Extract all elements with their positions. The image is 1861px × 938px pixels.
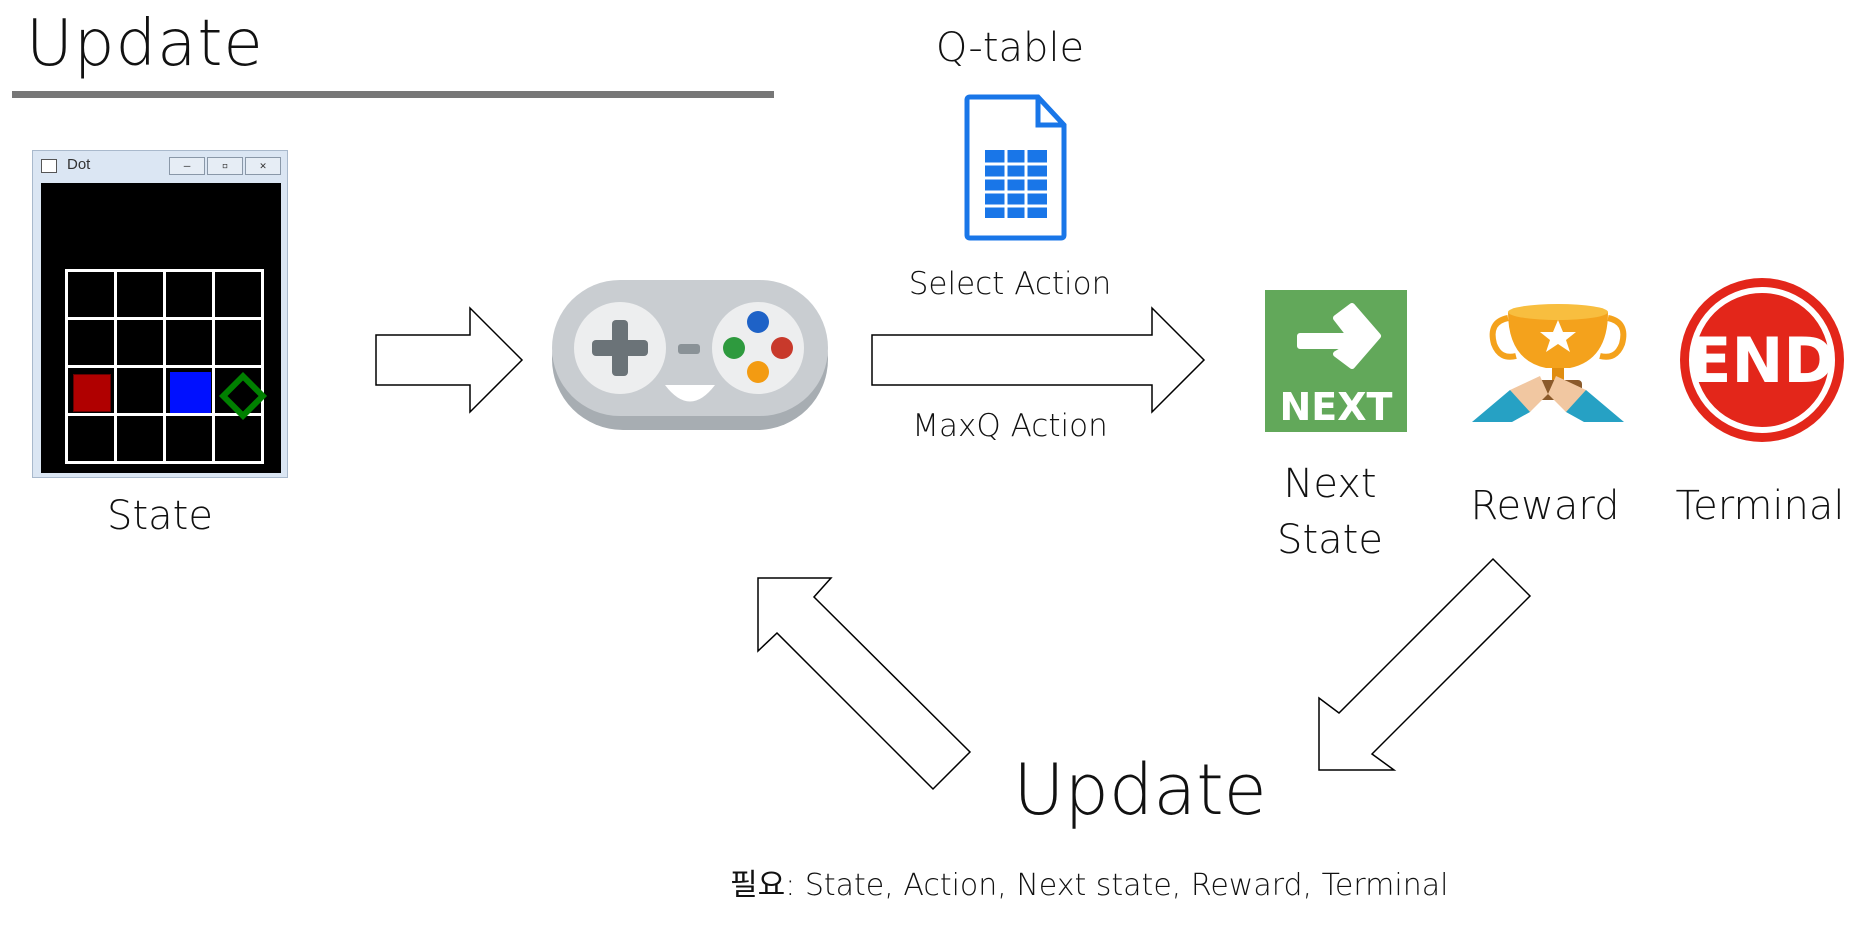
grid-cell [117, 320, 166, 368]
grid-cell [68, 416, 117, 464]
arrow-agent-to-next-state [871, 306, 1206, 414]
state-window: Dot – ▫ ✕ [32, 150, 288, 478]
next-state-label: Next State [1240, 460, 1420, 564]
end-sign-icon: END [1680, 278, 1844, 442]
grid-cell [166, 368, 215, 416]
grid-world-canvas [41, 183, 281, 473]
grid-cell [68, 320, 117, 368]
close-icon[interactable]: ✕ [245, 157, 281, 175]
grid-world [65, 269, 268, 464]
grid-cell [117, 368, 166, 416]
minimize-icon[interactable]: – [169, 157, 205, 175]
window-app-icon [41, 159, 57, 173]
terminal-label: Terminal [1675, 483, 1845, 529]
grid-cell [68, 272, 117, 320]
title-underline [12, 91, 774, 98]
arrow-update-to-agent [757, 577, 972, 791]
update-label: Update [1013, 749, 1267, 831]
grid-cell [68, 368, 117, 416]
obstacle-blue-square [170, 372, 211, 413]
end-badge-text: END [1689, 324, 1835, 397]
grid-cell [215, 272, 264, 320]
reward-label: Reward [1470, 483, 1620, 529]
grid-cell [117, 272, 166, 320]
next-state-line-1: Next [1283, 461, 1377, 507]
maxq-action-label: MaxQ Action [912, 408, 1108, 444]
grid-cell [215, 320, 264, 368]
state-label: State [107, 493, 213, 539]
window-titlebar: Dot – ▫ ✕ [33, 151, 287, 181]
arrow-state-to-agent [375, 306, 524, 414]
grid-cell [166, 320, 215, 368]
requirements-text: 필요: State, Action, Next state, Reward, T… [730, 868, 1449, 903]
q-table-label: Q-table [935, 25, 1085, 71]
grid-cell [215, 368, 268, 421]
select-action-label: Select Action [908, 266, 1112, 302]
next-state-line-2: State [1277, 517, 1383, 563]
grid-cell [215, 416, 264, 464]
grid-cell [166, 416, 215, 464]
page-title: Update [26, 7, 264, 81]
next-badge-text: NEXT [1280, 385, 1393, 429]
agent-red-square [73, 374, 111, 412]
gamepad-icon [552, 280, 828, 430]
arrow-reward-to-update [1318, 557, 1532, 771]
trophy-icon [1472, 304, 1627, 422]
next-state-icon: NEXT [1265, 290, 1407, 432]
spreadsheet-icon [964, 94, 1067, 241]
grid-cell [117, 416, 166, 464]
window-title: Dot [67, 156, 91, 173]
grid-cell [166, 272, 215, 320]
maximize-icon[interactable]: ▫ [207, 157, 243, 175]
